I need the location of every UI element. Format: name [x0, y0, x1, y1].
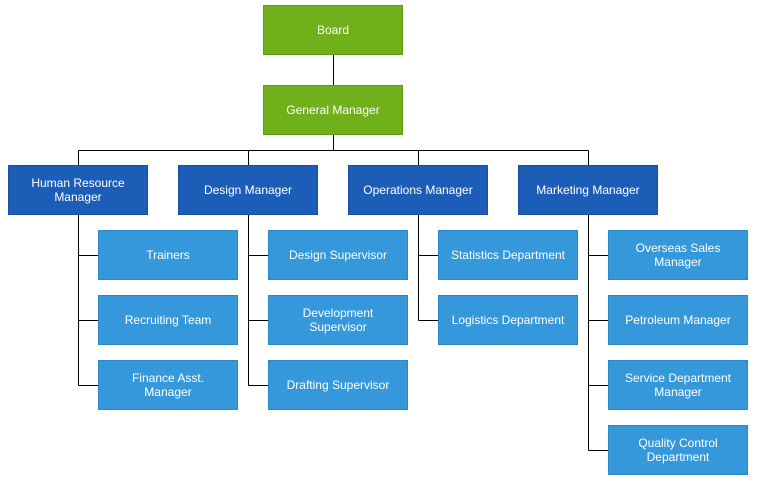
node-quality-control-department[interactable]: Quality Control Department: [608, 425, 748, 475]
node-human-resource-manager[interactable]: Human Resource Manager: [8, 165, 148, 215]
node-design-manager[interactable]: Design Manager: [178, 165, 318, 215]
node-development-supervisor[interactable]: Development Supervisor: [268, 295, 408, 345]
node-recruiting-team[interactable]: Recruiting Team: [98, 295, 238, 345]
node-drafting-supervisor[interactable]: Drafting Supervisor: [268, 360, 408, 410]
node-trainers[interactable]: Trainers: [98, 230, 238, 280]
node-statistics-department[interactable]: Statistics Department: [438, 230, 578, 280]
node-finance-asst-manager[interactable]: Finance Asst. Manager: [98, 360, 238, 410]
node-marketing-manager[interactable]: Marketing Manager: [518, 165, 658, 215]
node-operations-manager[interactable]: Operations Manager: [348, 165, 488, 215]
node-overseas-sales-manager[interactable]: Overseas Sales Manager: [608, 230, 748, 280]
node-logistics-department[interactable]: Logistics Department: [438, 295, 578, 345]
node-service-department-manager[interactable]: Service Department Manager: [608, 360, 748, 410]
node-design-supervisor[interactable]: Design Supervisor: [268, 230, 408, 280]
node-petroleum-manager[interactable]: Petroleum Manager: [608, 295, 748, 345]
node-general-manager[interactable]: General Manager: [263, 85, 403, 135]
node-board[interactable]: Board: [263, 5, 403, 55]
